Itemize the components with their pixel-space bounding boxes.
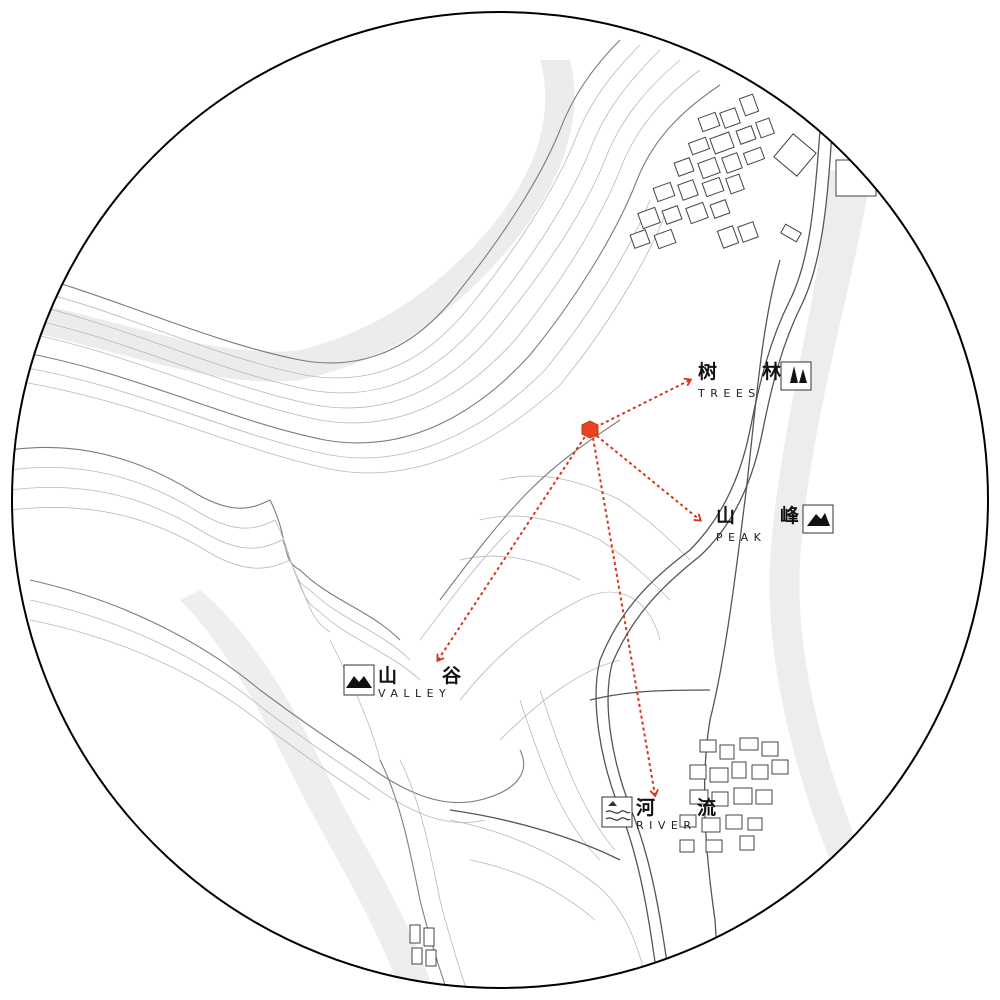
valley-char-2: 谷: [442, 665, 462, 687]
trees-char-2: 林: [762, 360, 781, 383]
valley-char-1: 山: [378, 665, 397, 687]
river-icon: [601, 796, 633, 828]
village-south: [679, 737, 789, 853]
landmark-river: 河 流 RIVER: [601, 796, 716, 832]
valley-en-label: VALLEY: [378, 687, 451, 700]
peak-char-1: 山: [716, 505, 735, 527]
map-frame: [11, 11, 989, 989]
terrain-layer: [12, 39, 877, 988]
arrow-to-river: [591, 431, 659, 798]
contour-group-south: [329, 639, 651, 988]
landmark-trees: 树 林 TREES: [697, 360, 812, 400]
structures-southwest: [409, 924, 437, 967]
contour-group-middle: [12, 419, 691, 823]
contour-group-north: [12, 39, 721, 474]
arrow-to-valley: [436, 431, 589, 663]
relief-band: [769, 170, 870, 860]
river-en-label: RIVER: [636, 819, 697, 832]
landmark-valley: 山 谷 VALLEY: [343, 664, 462, 700]
valley-icon: [343, 664, 375, 696]
river-char-2: 流: [697, 796, 716, 819]
peak-en-label: PEAK: [716, 531, 766, 544]
direction-arrows: [436, 377, 703, 798]
arrow-to-trees: [589, 377, 693, 431]
origin-marker-icon: [581, 420, 599, 439]
landmark-peak: 山 峰 PEAK: [716, 504, 834, 544]
peak-char-2: 峰: [780, 504, 800, 527]
relief-band: [20, 60, 575, 382]
relief-band: [180, 590, 430, 988]
mountain-peak-icon: [802, 504, 834, 534]
river-char-1: 河: [636, 797, 655, 819]
trees-icon: [780, 361, 812, 391]
trees-en-label: TREES: [697, 387, 761, 400]
arrow-to-peak: [591, 431, 703, 522]
trees-char-1: 树: [698, 360, 717, 383]
